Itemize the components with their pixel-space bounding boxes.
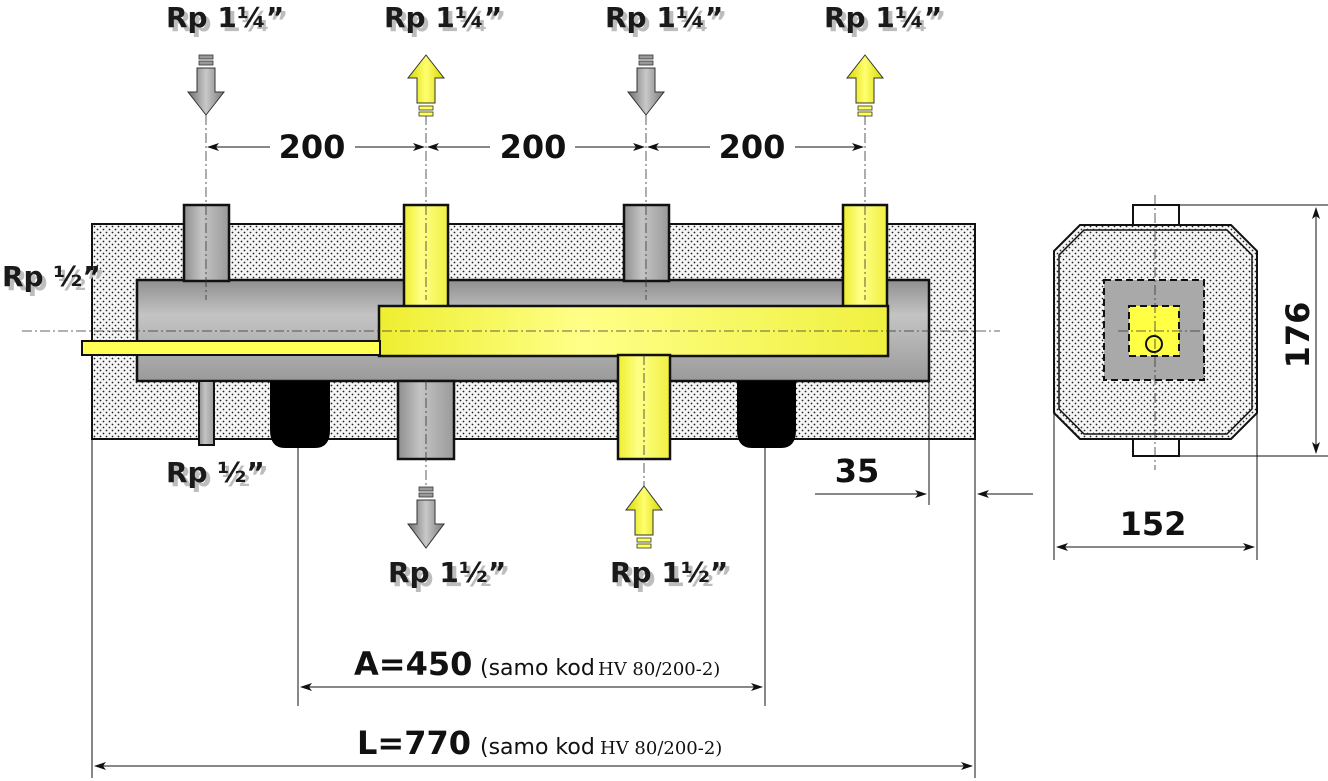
dim-a-model: HV 80/200-2) bbox=[598, 659, 720, 680]
dim-a-value: A=450 bbox=[354, 645, 472, 683]
dim-height: 176 bbox=[1279, 302, 1317, 369]
dim-spacing-3: 200 bbox=[719, 128, 786, 166]
dim-spacing-2: 200 bbox=[500, 128, 567, 166]
port-label-bottom-left: Rp ½” bbox=[166, 456, 265, 489]
port-label-bottom-1: Rp 1½” bbox=[388, 556, 506, 589]
dim-a-note: (samo kod bbox=[480, 656, 595, 681]
port-label-top-1: Rp 1¼” bbox=[166, 1, 284, 34]
svg-text:Rp ½”: Rp ½” bbox=[6, 264, 105, 297]
arrow-in-1 bbox=[186, 54, 226, 116]
dim-offset-lines bbox=[815, 381, 1033, 505]
top-stub-4 bbox=[841, 203, 889, 310]
port-label-top-4: Rp 1¼” bbox=[824, 1, 942, 34]
top-stub-3 bbox=[622, 203, 671, 283]
dim-offset: 35 bbox=[835, 452, 880, 490]
dim-l-value: L=770 bbox=[357, 724, 471, 762]
arrow-out-2 bbox=[406, 54, 446, 117]
arrow-in-bottom-yellow bbox=[625, 485, 663, 549]
port-label-top-2: Rp 1¼” bbox=[384, 1, 502, 34]
svg-text:Rp 1¼”: Rp 1¼” bbox=[828, 5, 946, 38]
arrow-in-3 bbox=[626, 54, 666, 116]
end-view-top-nipple bbox=[1132, 204, 1180, 228]
svg-text:Rp ½”: Rp ½” bbox=[170, 460, 269, 493]
support-foot-right bbox=[737, 381, 796, 448]
top-stub-1 bbox=[182, 203, 231, 283]
dim-spacing-1: 200 bbox=[279, 128, 346, 166]
bottom-stub-yellow bbox=[616, 353, 672, 461]
arrow-out-bottom-gray bbox=[407, 486, 445, 549]
port-label-left: Rp ½” bbox=[2, 260, 101, 293]
svg-text:Rp 1¼”: Rp 1¼” bbox=[170, 5, 288, 38]
dim-l-note: (samo kod bbox=[480, 735, 595, 760]
svg-text:Rp 1½”: Rp 1½” bbox=[392, 560, 510, 593]
center-lines bbox=[22, 115, 1000, 490]
end-view: 176 152 bbox=[1053, 195, 1328, 560]
top-labels: Rp 1¼” Rp 1¼” Rp 1¼” Rp 1¼” Rp 1¼” Rp 1¼… bbox=[166, 1, 946, 38]
extension-lines bbox=[91, 439, 976, 778]
top-stub-2 bbox=[402, 203, 450, 310]
svg-text:Rp 1¼”: Rp 1¼” bbox=[609, 5, 727, 38]
port-label-bottom-2: Rp 1½” bbox=[610, 556, 728, 589]
thin-left-pipe bbox=[81, 340, 381, 356]
arrow-out-4 bbox=[845, 54, 885, 117]
dim-width: 152 bbox=[1120, 505, 1187, 543]
svg-text:Rp 1¼”: Rp 1¼” bbox=[388, 5, 506, 38]
drain-tube bbox=[198, 380, 215, 446]
svg-text:Rp 1½”: Rp 1½” bbox=[614, 560, 732, 593]
dim-l-model: HV 80/200-2) bbox=[600, 738, 722, 759]
end-view-small-pipe bbox=[1145, 335, 1163, 353]
support-foot-left bbox=[270, 381, 330, 448]
port-label-top-3: Rp 1¼” bbox=[605, 1, 723, 34]
